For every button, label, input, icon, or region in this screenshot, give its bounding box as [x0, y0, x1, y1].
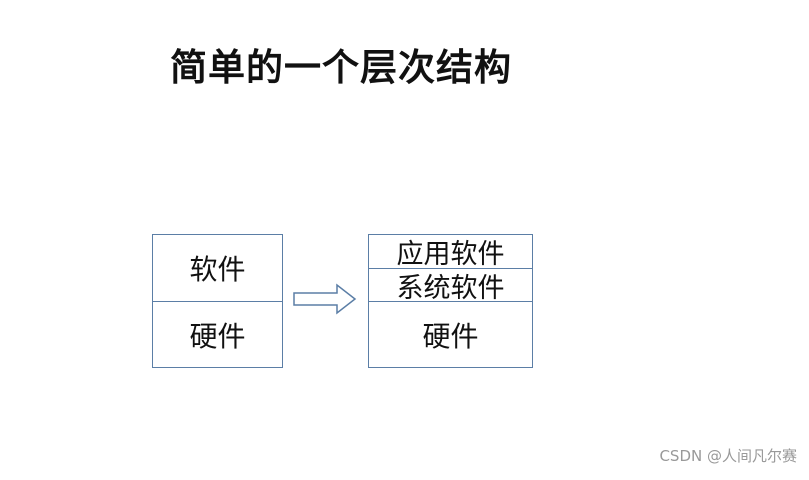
software-layer: 软件: [189, 253, 246, 286]
hardware-layer: 硬件: [153, 301, 282, 367]
left-layer-stack: 软件 硬件: [152, 234, 283, 368]
diagram-title: 简单的一个层次结构: [170, 46, 512, 89]
application-software-layer: 应用软件: [396, 239, 505, 270]
hardware-layer-right: 硬件: [369, 301, 532, 367]
right-layer-stack: 应用软件 系统软件 硬件: [368, 234, 533, 368]
watermark: CSDN @人间凡尔赛: [659, 447, 797, 465]
system-software-layer: 系统软件: [369, 268, 532, 304]
right-arrow-icon: [293, 283, 357, 315]
